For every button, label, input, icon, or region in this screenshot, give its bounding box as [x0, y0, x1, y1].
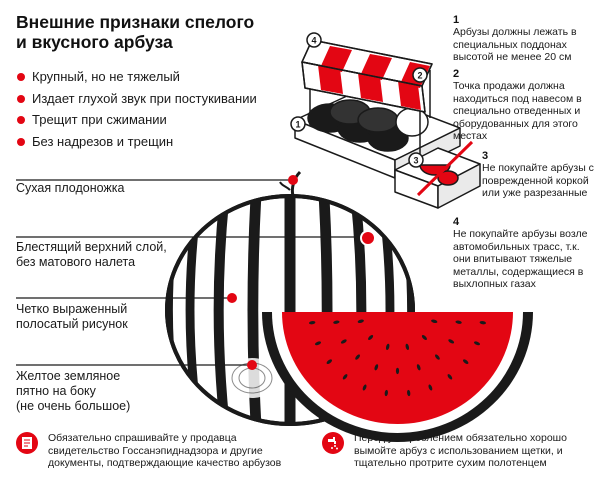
- seed: [385, 343, 390, 351]
- seed: [405, 343, 410, 351]
- seed: [368, 334, 374, 341]
- stall-marker-2: 2: [417, 71, 422, 81]
- label-glossy-surface: Блестящий верхний слой, без матового нал…: [16, 240, 167, 269]
- bullet-dot-icon: [17, 116, 25, 124]
- footer-washing-note: Перед употреблением обязательно хорошо в…: [354, 432, 567, 469]
- seed: [447, 374, 453, 380]
- seed: [428, 384, 433, 391]
- seed: [355, 354, 360, 360]
- seed: [479, 321, 486, 325]
- ripeness-signs-list: Крупный, но не тяжелый Издает глухой зву…: [16, 66, 257, 152]
- seed: [357, 319, 364, 324]
- bullet-dot-icon: [17, 73, 25, 81]
- bullet-dot-icon: [17, 137, 25, 146]
- document-icon: [16, 432, 38, 454]
- leader-lines: [16, 179, 365, 366]
- seed: [435, 354, 440, 360]
- seed: [395, 367, 400, 375]
- market-stall: [294, 39, 481, 209]
- seed: [473, 341, 481, 346]
- seed: [374, 364, 379, 371]
- list-item: Без надрезов и трещин: [16, 131, 257, 153]
- seed: [333, 320, 340, 324]
- seed: [309, 321, 316, 325]
- label-ground-spot: Желтое земляное пятно на боку (не очень …: [16, 369, 131, 413]
- seed: [384, 389, 388, 397]
- seed: [455, 320, 462, 324]
- label-stripes: Четко выраженный полосатый рисунок: [16, 302, 128, 331]
- rule-1: 1 Арбузы должны лежать в специальных под…: [453, 14, 577, 63]
- stall-marker-3: 3: [413, 156, 418, 166]
- footer-documents-note: Обязательно спрашивайте у продавца свиде…: [48, 432, 282, 469]
- seed: [448, 339, 455, 344]
- seed: [342, 374, 348, 380]
- marker-dots: [227, 175, 376, 370]
- seed: [340, 339, 347, 344]
- crossed-out-mark: [416, 140, 474, 197]
- seed: [431, 319, 438, 324]
- list-item: Крупный, но не тяжелый: [16, 66, 257, 88]
- seed: [462, 359, 469, 365]
- rind-stripe: [213, 196, 230, 424]
- label-dry-stem: Сухая плодоножка: [16, 181, 125, 195]
- stall-marker-4: 4: [311, 36, 316, 46]
- washing-tap-icon: [322, 432, 344, 454]
- rule-3: 3 Не покупайте арбузы с поврежденной кор…: [482, 150, 594, 199]
- stall-markers: 4 2 1 3: [290, 32, 428, 168]
- stall-marker-1: 1: [295, 120, 300, 130]
- rule-2: 2 Точка продажи должна находиться под на…: [453, 68, 582, 142]
- seed: [326, 359, 333, 365]
- seed: [407, 389, 411, 397]
- title-line-2: и вкусного арбуза: [16, 32, 173, 52]
- seed: [362, 384, 367, 391]
- bullet-dot-icon: [17, 94, 25, 103]
- page-title: Внешние признаки спелого и вкусного арбу…: [16, 12, 306, 52]
- seed: [416, 364, 421, 371]
- seed: [314, 341, 322, 346]
- list-item: Трещит при сжимании: [16, 109, 257, 131]
- watermelon-slice: [262, 312, 533, 442]
- title-line-1: Внешние признаки спелого: [16, 12, 255, 32]
- list-item: Издает глухой звук при постукивании: [16, 88, 257, 110]
- rule-4: 4 Не покупайте арбузы возле автомобильны…: [453, 216, 588, 290]
- rind-stripe: [185, 196, 203, 424]
- seed: [421, 334, 427, 341]
